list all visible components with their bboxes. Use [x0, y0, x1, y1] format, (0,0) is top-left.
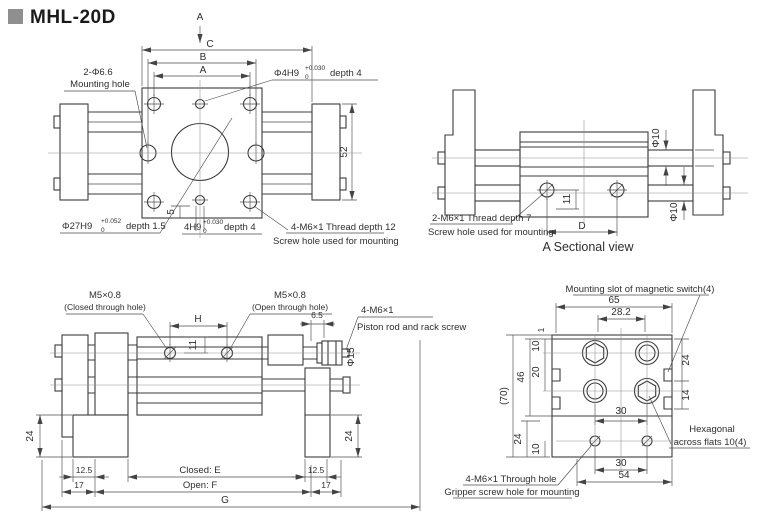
front-view: A C B A 52 5 2-Φ6.6 Mounting hole Φ4H9 +… [48, 12, 399, 247]
section-centerlines [432, 120, 748, 224]
bottom-dim-20: 20 [531, 366, 542, 378]
front-pin-bottom-suffix: depth 4 [224, 222, 256, 233]
front-thread-callout-2: Screw hole used for mounting [273, 236, 399, 247]
bottom-gripper-callout-1: 4-M6×1 Through hole [466, 474, 557, 485]
side-rod-callout-2: Piston rod and rack screw [357, 322, 466, 333]
side-body [136, 336, 263, 416]
front-pin-top-sup: +0.030 [305, 65, 325, 72]
front-bore-suffix: depth 1.5 [126, 221, 166, 232]
front-pin-top-suffix: depth 4 [330, 68, 362, 79]
side-port-closed-callout-1: M5×0.8 [89, 290, 121, 301]
bottom-dim-65: 65 [608, 295, 620, 306]
bottom-hex-callout-2: across flats 10(4) [674, 437, 747, 448]
section-thread-callout-2: Screw hole used for mounting [428, 227, 554, 238]
bottom-centerlines [543, 328, 681, 472]
bottom-view: 65 28.2 1 10 20 46 (70) 24 10 24 14 30 3… [444, 284, 750, 499]
side-rod-callout-1: 4-M6×1 [361, 305, 393, 316]
front-dim-c: C [206, 39, 213, 50]
bottom-switch-slots [551, 368, 673, 410]
side-right-jaw [304, 367, 331, 458]
side-dim-17-left: 17 [74, 480, 84, 490]
front-finger-rails [87, 111, 313, 195]
section-dia10-top: Φ10 [651, 128, 662, 148]
front-dim-a: A [200, 65, 207, 76]
front-pin-bottom-sup: +0.030 [203, 219, 223, 226]
section-dim-11: 11 [562, 193, 573, 204]
front-right-end-plate [311, 103, 341, 201]
page-title: MHL-20D [30, 7, 116, 28]
side-dim-g: G [221, 495, 229, 506]
bottom-dim-46: 46 [516, 371, 527, 383]
front-mounting-callout-1: 2-Φ6.6 [83, 67, 112, 78]
front-dim-b: B [200, 52, 207, 63]
title-block: MHL-20D [8, 7, 116, 28]
front-mounting-callout-2: Mounting hole [70, 79, 130, 90]
bottom-dim-24-right: 24 [681, 354, 692, 366]
side-port-open-callout-2: (Open through hole) [252, 302, 328, 312]
section-right-plate [692, 89, 724, 216]
section-dim-d: D [578, 221, 585, 232]
side-dim-65: 6.5 [311, 310, 323, 320]
front-bore-base: Φ27H9 [62, 221, 92, 232]
bottom-dim-1: 1 [536, 327, 546, 332]
side-dim-17-right: 17 [321, 480, 331, 490]
bottom-dim-54: 54 [618, 470, 630, 481]
side-left-jaw [94, 332, 129, 416]
front-pin-bottom-sub: 0 [203, 228, 207, 235]
side-dim-11: 11 [188, 339, 199, 350]
front-pin-bottom-base: 4H9 [184, 222, 201, 233]
section-arrow-label: A [197, 12, 204, 23]
side-dim-125-right: 12.5 [308, 465, 325, 475]
bottom-hex-callout-1: Hexagonal [689, 424, 734, 435]
front-left-end-plate [59, 103, 89, 201]
bottom-body [551, 334, 673, 458]
bottom-dim-282: 28.2 [611, 307, 631, 318]
front-centerlines [48, 80, 362, 238]
section-dia10-bottom: Φ10 [669, 202, 680, 222]
bottom-dim-70: (70) [499, 387, 510, 405]
bottom-dim-14: 14 [681, 389, 692, 401]
side-left-foot [72, 414, 129, 458]
front-bore-sub: 0 [101, 227, 105, 234]
front-dim-52: 52 [339, 146, 350, 158]
side-port-closed-callout-2: (Closed through hole) [64, 302, 146, 312]
side-view: H 11 6.5 Φ15 4-M6×1 Piston rod and rack … [25, 290, 466, 511]
front-pin-top-sub: 0 [305, 74, 309, 81]
side-dia15: Φ15 [346, 347, 357, 367]
bottom-gripper-callout-2: Gripper screw hole for mounting [444, 487, 579, 498]
section-thread-callout-1: 2-M6×1 Thread depth 7 [432, 213, 531, 224]
side-dim-24-left: 24 [25, 430, 36, 442]
front-thread-callout-1: 4-M6×1 Thread depth 12 [291, 222, 396, 233]
front-pin-top-base: Φ4H9 [274, 68, 299, 79]
bottom-dim-10-bottom: 10 [531, 443, 542, 455]
section-caption: A Sectional view [542, 240, 634, 254]
side-dim-24-right: 24 [344, 430, 355, 442]
bottom-dim-10-top: 10 [531, 340, 542, 352]
side-port-open-callout-1: M5×0.8 [274, 290, 306, 301]
title-bullet-square [8, 9, 23, 24]
front-dim-5: 5 [166, 209, 177, 215]
section-left-plate [444, 89, 476, 216]
side-dim-h: H [194, 314, 201, 325]
side-dim-125-left: 12.5 [76, 465, 93, 475]
bottom-switch-callout: Mounting slot of magnetic switch(4) [566, 284, 715, 295]
side-dim-open: Open: F [183, 480, 218, 491]
side-dim-closed: Closed: E [179, 465, 220, 476]
side-right-slider [267, 334, 304, 366]
side-centerlines [50, 352, 360, 386]
front-bore-sup: +0.052 [101, 218, 121, 225]
sectional-view: 11 D Φ10 Φ10 2-M6×1 Thread depth 7 Screw… [428, 89, 748, 254]
bottom-dim-24-bottom: 24 [513, 433, 524, 445]
